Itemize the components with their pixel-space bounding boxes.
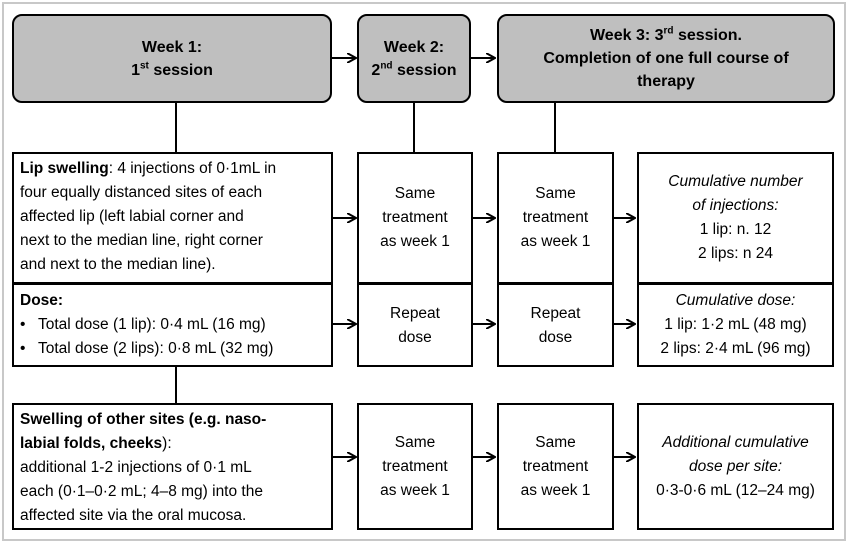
other-sites-box: Swelling of other sites (e.g. naso- labi… — [12, 403, 333, 530]
week2-session: 2nd session — [371, 60, 457, 79]
week1-session: 1st session — [131, 60, 213, 79]
other-cumulative-box: Additional cumulative dose per site: 0·3… — [637, 403, 834, 530]
week1-header: Week 1: 1st session — [12, 14, 332, 103]
lip-week3-box: Same treatment as week 1 — [497, 152, 614, 284]
dose-week2-box: Repeat dose — [357, 283, 473, 367]
dose-bullet-2: •Total dose (2 lips): 0·8 mL (32 mg) — [20, 340, 274, 357]
week2-title: Week 2: — [383, 38, 445, 56]
dose-label: Dose: — [20, 292, 64, 309]
dose-bullet-1: •Total dose (1 lip): 0·4 mL (16 mg) — [20, 316, 266, 333]
lip-week2-box: Same treatment as week 1 — [357, 152, 473, 284]
lip-swelling-box: Lip swelling: 4 injections of 0·1mL in f… — [12, 152, 333, 284]
week3-line2: Completion of one full course of — [543, 50, 789, 67]
week3-line3: therapy — [637, 73, 695, 90]
other-sites-label-1: Swelling of other sites (e.g. naso- — [20, 411, 267, 428]
lip-swelling-label: Lip swelling — [20, 160, 109, 177]
week1-title: Week 1: — [141, 38, 203, 56]
lip-cumulative-box: Cumulative number of injections: 1 lip: … — [637, 152, 834, 284]
week2-header: Week 2: 2nd session — [357, 14, 471, 103]
week3-header: Week 3: 3rd session. Completion of one f… — [497, 14, 835, 103]
dose-week3-box: Repeat dose — [497, 283, 614, 367]
other-week3-box: Same treatment as week 1 — [497, 403, 614, 530]
other-sites-label-2: labial folds, cheeks — [20, 435, 163, 452]
dose-box: Dose: •Total dose (1 lip): 0·4 mL (16 mg… — [12, 283, 333, 367]
week3-title: Week 3: 3rd session. — [589, 25, 742, 44]
other-week2-box: Same treatment as week 1 — [357, 403, 473, 530]
dose-cumulative-box: Cumulative dose: 1 lip: 1·2 mL (48 mg) 2… — [637, 283, 834, 367]
